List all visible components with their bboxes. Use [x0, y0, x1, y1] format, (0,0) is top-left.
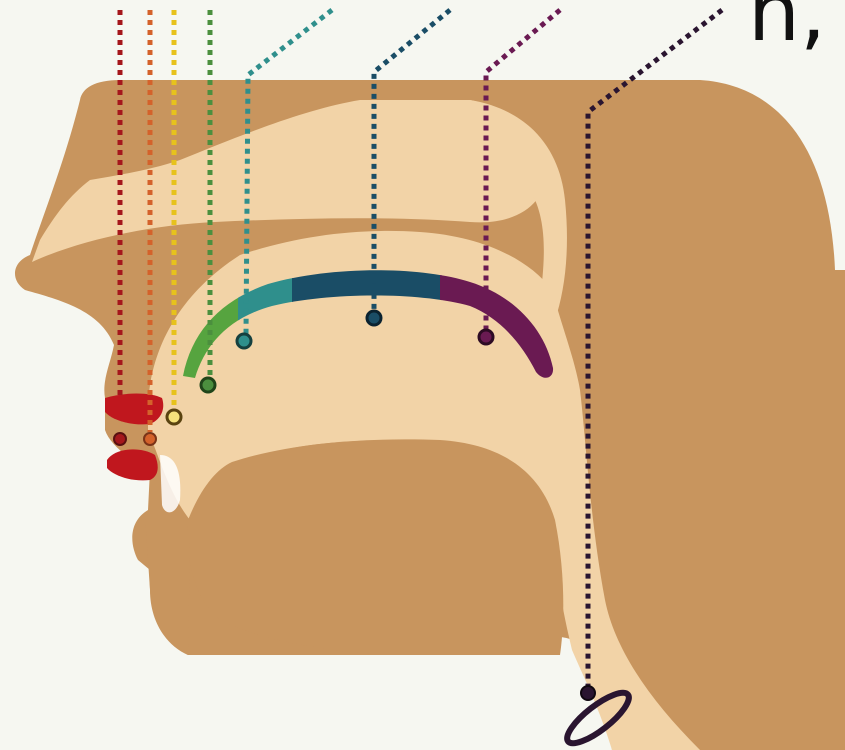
marker-postalveolar [237, 334, 251, 348]
marker-dental [167, 410, 181, 424]
tongue [187, 439, 563, 655]
marker-alveolar [201, 378, 215, 392]
marker-velar [479, 330, 493, 344]
marker-bilabial [114, 433, 126, 445]
marker-labiodental [144, 433, 156, 445]
marker-palatal [367, 311, 381, 325]
corner-text: n, [748, 0, 826, 54]
marker-glottal [581, 686, 595, 700]
